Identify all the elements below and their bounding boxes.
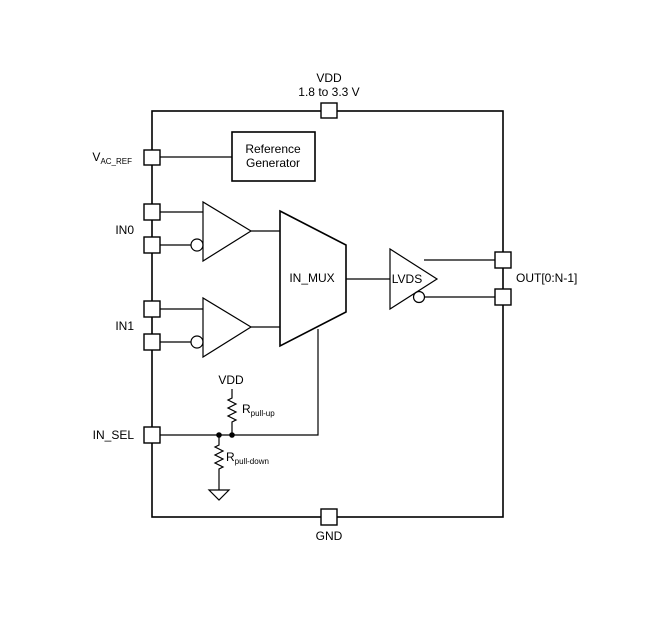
vac-ref-label: VAC_REF	[92, 150, 132, 166]
in0-inverting-bubble	[190, 238, 204, 252]
vac-ref-pad	[143, 149, 161, 166]
reference-generator-label-2: Generator	[246, 156, 300, 170]
lvds-label: LVDS	[392, 272, 422, 286]
pulldown-resistor-label: Rpull-down	[226, 450, 269, 466]
in-sel-wire	[160, 329, 319, 436]
vdd-range-label: 1.8 to 3.3 V	[298, 85, 359, 99]
in-mux-label: IN_MUX	[289, 271, 334, 285]
in-sel-label: IN_SEL	[93, 428, 135, 442]
chip-outline	[151, 110, 504, 518]
lvds-inverting-bubble	[412, 290, 426, 304]
in0-neg-pad	[143, 236, 161, 254]
in-sel-pad	[143, 426, 161, 444]
in1-neg-pad	[143, 333, 161, 351]
in-mux-block	[279, 209, 347, 348]
pullup-vdd-label: VDD	[218, 373, 244, 387]
in1-pos-pad	[143, 300, 161, 318]
out-label: OUT[0:N-1]	[516, 271, 577, 285]
vdd-label: VDD	[316, 71, 342, 85]
in0-label: IN0	[115, 223, 134, 237]
pulldown-resistor	[213, 435, 225, 490]
gnd-pad	[320, 508, 338, 526]
in0-buffer	[202, 200, 253, 263]
in1-inverting-bubble	[190, 335, 204, 349]
reference-generator-label-1: Reference	[245, 142, 301, 156]
out-pos-pad	[494, 251, 512, 269]
in1-label: IN1	[115, 319, 134, 333]
vdd-pad	[320, 102, 338, 119]
ground-symbol	[207, 489, 231, 501]
pullup-resistor	[226, 389, 238, 435]
out-neg-pad	[494, 288, 512, 306]
reference-generator-block	[231, 131, 316, 182]
lvds-driver	[389, 247, 439, 311]
gnd-label: GND	[316, 529, 343, 543]
in1-buffer	[202, 296, 253, 359]
pullup-resistor-label: Rpull-up	[242, 402, 275, 418]
in0-pos-pad	[143, 203, 161, 221]
